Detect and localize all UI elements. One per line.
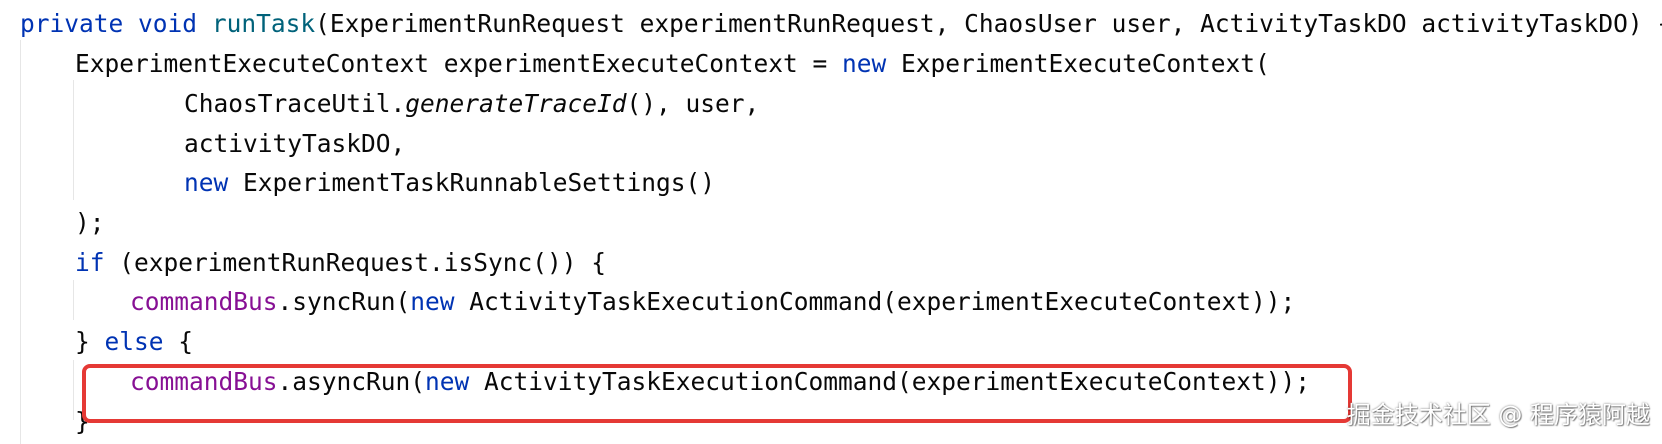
code-token: } [75, 327, 105, 356]
code-token: (experimentRunRequest.isSync()) { [104, 248, 607, 277]
code-line-9: } else { [75, 322, 193, 362]
highlight-box [82, 364, 1352, 423]
code-token: ExperimentExecuteContext( [886, 49, 1270, 78]
code-token: ActivityTaskExecutionCommand(experimentE… [469, 367, 1311, 396]
code-line-10: commandBus.asyncRun(new ActivityTaskExec… [130, 362, 1310, 402]
code-token: else [104, 327, 164, 356]
code-token: new [842, 49, 887, 78]
code-token: ); [75, 208, 105, 237]
code-token: ActivityTaskExecutionCommand(experimentE… [454, 287, 1296, 316]
code-token: new [410, 287, 455, 316]
code-token: (ExperimentRunRequest experimentRunReque… [315, 9, 1662, 38]
code-line-4: activityTaskDO, [184, 124, 405, 164]
code-token: .syncRun( [277, 287, 411, 316]
watermark-text: 掘金技术社区 @ 程序猿阿越 [1346, 401, 1650, 429]
code-token: new [425, 367, 470, 396]
indent-guide [73, 280, 74, 320]
code-token [197, 9, 212, 38]
code-line-11: } [75, 402, 90, 442]
code-line-5: new ExperimentTaskRunnableSettings() [184, 163, 715, 203]
code-line-8: commandBus.syncRun(new ActivityTaskExecu… [130, 282, 1295, 322]
code-token: new [184, 168, 229, 197]
code-token: generateTraceId [405, 89, 627, 118]
code-token: } [75, 407, 90, 436]
code-token: { [163, 327, 194, 356]
code-token: runTask [211, 9, 316, 38]
code-token: private [20, 9, 124, 38]
code-token: (), user, [626, 89, 760, 118]
indent-guide [73, 80, 74, 200]
code-token: ExperimentTaskRunnableSettings() [228, 168, 716, 197]
code-token: activityTaskDO, [184, 129, 406, 158]
code-token: if [75, 248, 105, 277]
code-line-2: ExperimentExecuteContext experimentExecu… [75, 44, 1270, 84]
indent-guide [20, 40, 21, 444]
code-token: ChaosTraceUtil. [184, 89, 406, 118]
code-token: commandBus [130, 287, 278, 316]
code-token: .asyncRun( [277, 367, 426, 396]
code-token: commandBus [130, 367, 278, 396]
code-token: ExperimentExecuteContext experimentExecu… [75, 49, 843, 78]
indent-guide [73, 360, 74, 420]
code-line-3: ChaosTraceUtil.generateTraceId(), user, [184, 84, 759, 124]
code-line-1: private void runTask(ExperimentRunReques… [20, 4, 1662, 44]
code-line-7: if (experimentRunRequest.isSync()) { [75, 243, 606, 283]
code-token [123, 9, 138, 38]
code-line-6: ); [75, 203, 105, 243]
code-token: void [138, 9, 198, 38]
